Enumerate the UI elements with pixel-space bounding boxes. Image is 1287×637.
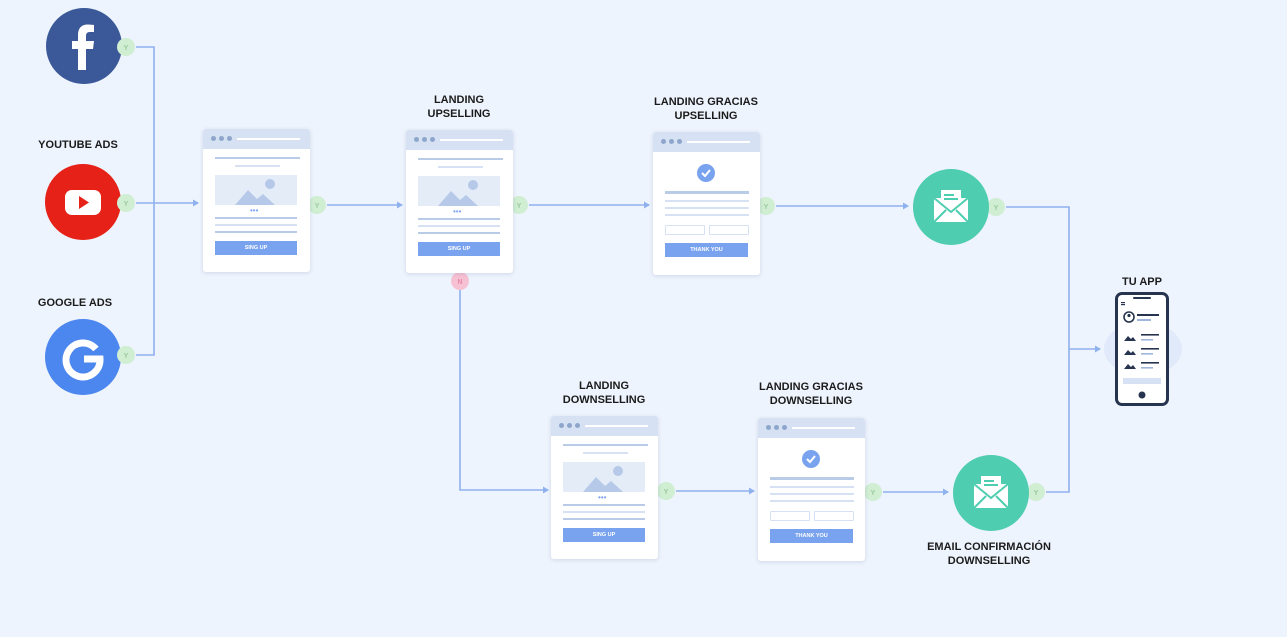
yes-marker: Y [117, 194, 135, 212]
email-icon [933, 190, 969, 223]
checkmark-icon [697, 164, 715, 182]
image-placeholder-icon [418, 176, 500, 206]
google-icon [62, 339, 104, 381]
svg-text:Y: Y [871, 490, 876, 497]
signup-button[interactable]: SING UP [418, 242, 500, 256]
svg-text:Y: Y [124, 201, 129, 208]
youtube-source [45, 164, 121, 240]
yes-marker: Y [1027, 483, 1045, 501]
image-placeholder-icon [563, 462, 645, 492]
yes-marker: Y [510, 196, 528, 214]
facebook-icon [72, 24, 94, 70]
checkmark-icon [802, 450, 820, 468]
form-field[interactable] [770, 511, 810, 521]
youtube-icon [65, 190, 101, 215]
svg-text:Y: Y [124, 353, 129, 360]
svg-text:N: N [457, 279, 462, 286]
yes-marker: Y [117, 38, 135, 56]
form-field[interactable] [709, 225, 749, 235]
google-source [45, 319, 121, 395]
email-icon [973, 476, 1009, 509]
svg-text:Y: Y [994, 205, 999, 212]
tu-app-title: TU APP [1122, 276, 1162, 288]
email-upselling [913, 169, 989, 245]
image-placeholder-icon [215, 175, 297, 205]
email-downselling [953, 455, 1029, 531]
svg-text:Y: Y [1034, 490, 1039, 497]
svg-text:Y: Y [517, 203, 522, 210]
svg-text:Y: Y [764, 204, 769, 211]
landing-downselling-page: ••• SING UP [551, 416, 658, 559]
phone-icon [1115, 292, 1169, 406]
gracias-upselling-page: THANK YOU [653, 132, 760, 275]
svg-text:Y: Y [124, 45, 129, 52]
form-field[interactable] [665, 225, 705, 235]
yes-marker: Y [657, 482, 675, 500]
thank-you-button[interactable]: THANK YOU [770, 529, 853, 543]
optin-page: ••• SING UP [203, 129, 310, 272]
no-marker: N [451, 272, 469, 290]
yes-marker: Y [308, 196, 326, 214]
yes-marker: Y [117, 346, 135, 364]
youtube-ads-label: YOUTUBE ADS [38, 139, 118, 151]
facebook-source [46, 8, 122, 84]
form-field[interactable] [814, 511, 854, 521]
gracias-downselling-page: THANK YOU [758, 418, 865, 561]
google-ads-label: GOOGLE ADS [37, 297, 113, 309]
signup-button[interactable]: SING UP [563, 528, 645, 542]
thank-you-button[interactable]: THANK YOU [665, 243, 748, 257]
svg-text:Y: Y [315, 203, 320, 210]
yes-marker: Y [864, 483, 882, 501]
svg-text:Y: Y [664, 489, 669, 496]
landing-upselling-page: ••• SING UP [406, 130, 513, 273]
signup-button[interactable]: SING UP [215, 241, 297, 255]
yes-marker: Y [987, 198, 1005, 216]
yes-marker: Y [757, 197, 775, 215]
